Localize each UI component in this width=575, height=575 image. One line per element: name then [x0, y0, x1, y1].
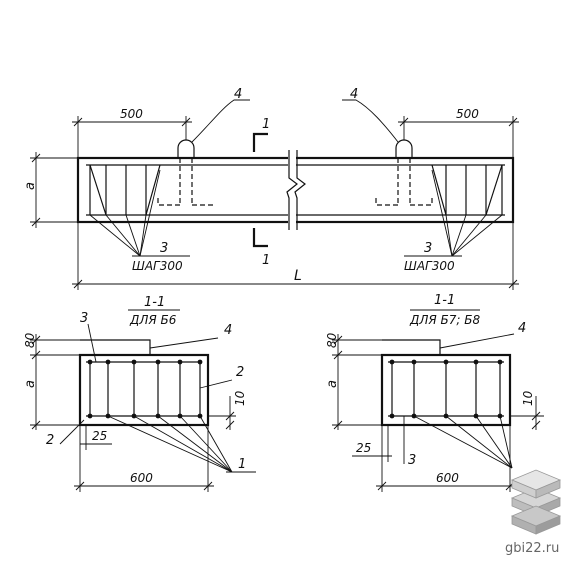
section-cut-top: 1 [252, 117, 270, 152]
section-left-mark-3: 3 [80, 311, 88, 326]
section-left-mark-2a: 2 [236, 365, 244, 380]
section-left-mark-1: 1 [238, 457, 246, 472]
beam-elevation: 500 500 a L [23, 87, 519, 290]
break-mark [286, 150, 306, 230]
dim-length: L [72, 222, 519, 290]
section-right-subtitle: ДЛЯ Б7; Б8 [409, 313, 481, 327]
hook-mark-right: 4 [350, 87, 358, 102]
hook-leader-right: 4 [342, 87, 399, 143]
section-mark-top: 1 [262, 117, 270, 132]
section-left-top-dim: 80 [23, 332, 37, 348]
rebar-leader-left: 3 ШАГ300 [89, 169, 190, 273]
stacked-blocks-icon [510, 469, 562, 535]
section-right-mark-4: 4 [518, 321, 526, 336]
section-right-title: 1-1 [434, 293, 455, 308]
section-right-outline [380, 353, 512, 427]
hook-mark-left: 4 [234, 87, 242, 102]
dim-right-offset-label: 500 [456, 107, 479, 121]
hook-leader-left: 4 [191, 87, 250, 143]
rebar-leader-right: 3 ШАГ300 [404, 169, 503, 273]
section-right-height: a [325, 380, 340, 388]
spacing-left: ШАГ300 [132, 259, 183, 273]
section-right-right-dim: 10 [521, 390, 535, 406]
section-left-mark-2b: 2 [46, 433, 54, 448]
right-lifting-hook [375, 139, 433, 206]
section-left-outline [78, 353, 210, 427]
dim-left-offset: 500 [72, 107, 192, 158]
section-right-edge-dim: 25 [356, 441, 371, 455]
section-mark-bottom: 1 [262, 253, 270, 268]
section-left-title: 1-1 [144, 295, 165, 310]
section-cut-bottom: 1 [252, 228, 270, 268]
section-left-bars [87, 359, 203, 419]
section-left-right-dim: 10 [233, 390, 247, 406]
watermark: gbi22.ru [505, 469, 562, 556]
section-right: 1-1 ДЛЯ Б7; Б8 80 a 10 [325, 293, 544, 492]
length-label: L [294, 268, 302, 284]
section-left-subtitle: ДЛЯ Б6 [129, 313, 177, 327]
left-lifting-hook [157, 139, 214, 206]
section-right-top-dim: 80 [325, 332, 339, 348]
height-label: a [23, 182, 38, 190]
rebar-mark-right: 3 [424, 241, 432, 256]
spacing-right: ШАГ300 [404, 259, 455, 273]
section-left: 1-1 ДЛЯ Б6 80 a [23, 295, 256, 492]
section-right-width: 600 [436, 471, 459, 485]
dim-right-offset: 500 [398, 107, 519, 158]
section-left-height: a [23, 380, 38, 388]
left-reinforcement-cage [89, 164, 161, 216]
watermark-text: gbi22.ru [505, 541, 559, 556]
section-left-edge-dim: 25 [92, 429, 107, 443]
dim-height: a [23, 152, 78, 228]
rebar-mark-left: 3 [160, 241, 168, 256]
section-left-width: 600 [130, 471, 153, 485]
section-right-mark-3: 3 [408, 453, 416, 468]
right-reinforcement-cage [431, 164, 503, 216]
section-left-mark-4: 4 [224, 323, 232, 338]
dim-left-offset-label: 500 [120, 107, 143, 121]
